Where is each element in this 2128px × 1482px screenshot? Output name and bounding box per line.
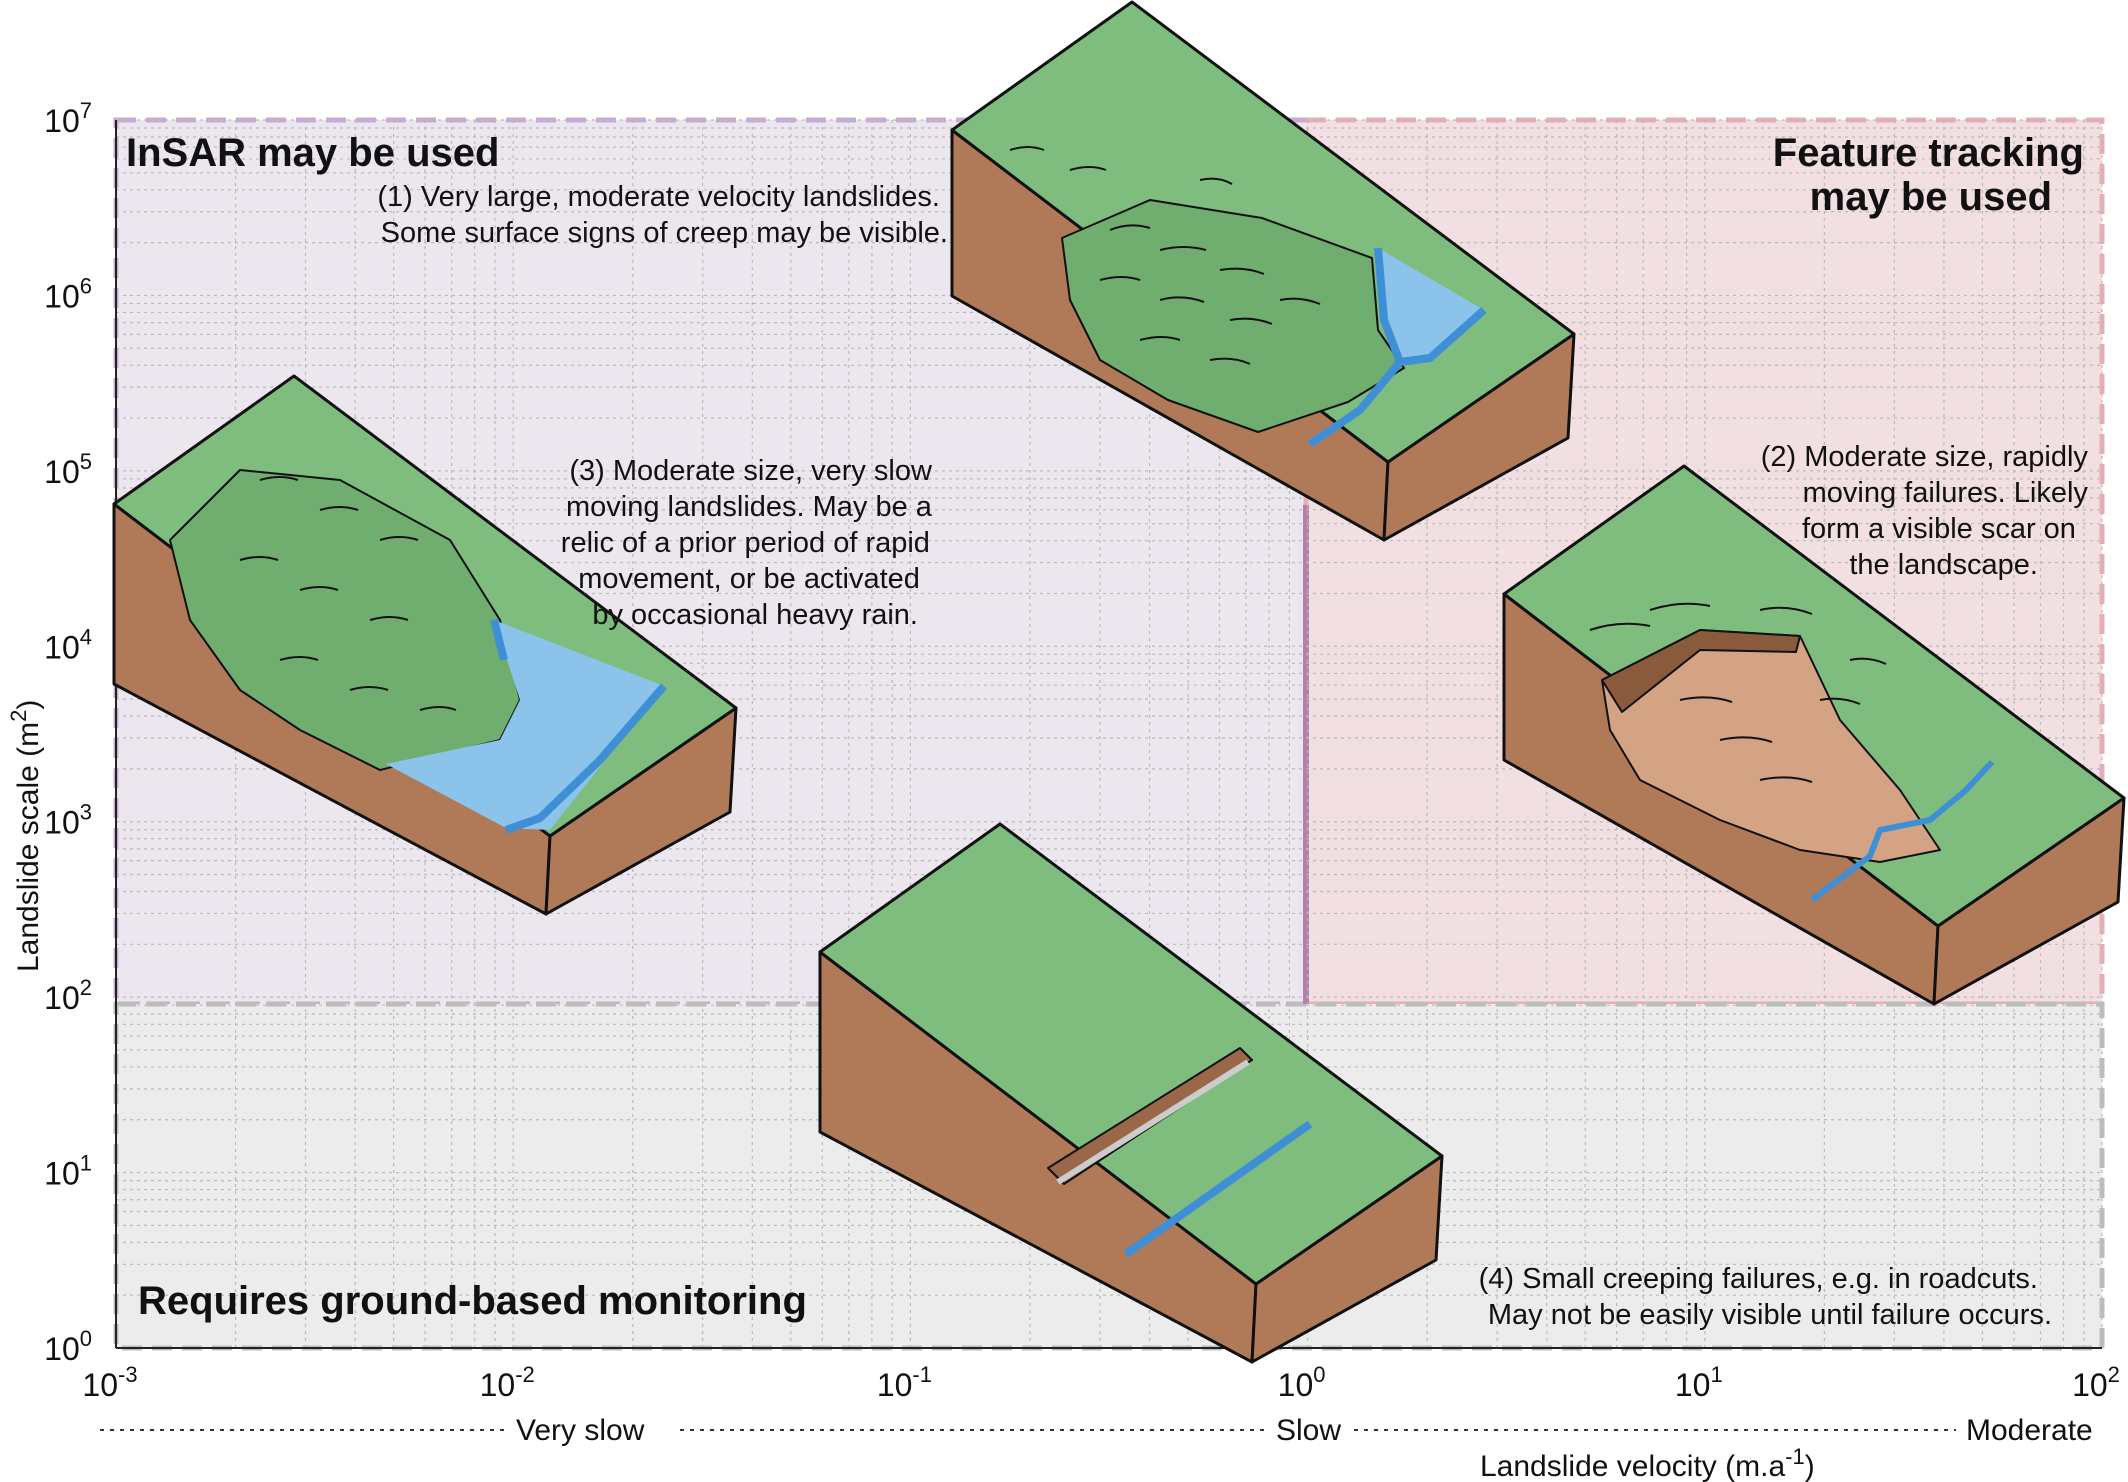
block4-stream [1123,1120,1313,1258]
x-tick-label: 10-2 [480,1362,535,1403]
speed-moderate: Moderate [1966,1414,2093,1447]
block-diagram-rapid-failure [1502,464,2126,1006]
scenario-2-line-3: form a visible scar on [1802,513,2076,545]
speed-class-scale: Very slow Slow Moderate [100,1414,2093,1447]
y-axis-ticks: 100 101 102 103 104 105 106 107 [44,98,92,1367]
block2-headscarp [1601,629,1801,713]
scenario-1-line-2: Some surface signs of creep may be visib… [381,217,948,249]
block1-stream-lower [1307,359,1404,448]
block4-top-grass [818,822,1444,1286]
block3-stream [504,683,668,834]
block2-cracks [1589,602,1887,783]
y-tick-label: 100 [44,1326,92,1367]
ground-monitoring-title: Requires ground-based monitoring [138,1279,807,1323]
scenario-1-description: (1) Very large, moderate velocity landsl… [377,181,948,249]
x-tick-label: 100 [1278,1362,1326,1403]
scenario-2-line-1: (2) Moderate size, rapidly [1761,441,2089,473]
x-tick-label: 101 [1675,1362,1723,1403]
feature-tracking-title-line2: may be used [1810,175,2052,219]
block3-pond [386,620,664,830]
x-tick-label: 102 [2072,1362,2120,1403]
block1-creep-marks [1009,146,1321,365]
scenario-3-description: (3) Moderate size, very slow moving land… [561,455,940,631]
x-tick-label: 10-3 [82,1362,137,1403]
y-tick-label: 107 [44,98,92,139]
block3-creep-marks [239,476,457,711]
block-diagram-very-slow-landslide [112,374,738,916]
x-tick-label: 10-1 [877,1362,932,1403]
scenario-4-line-1: (4) Small creeping failures, e.g. in roa… [1479,1263,2038,1295]
y-tick-label: 106 [44,273,92,314]
y-tick-label: 103 [44,800,92,841]
speed-very-slow: Very slow [516,1414,645,1447]
block2-stream [1810,759,1995,903]
axes-frame [115,120,2102,1349]
block3-stream-top [490,619,508,661]
y-tick-label: 105 [44,449,92,490]
insar-region-title: InSAR may be used [126,131,499,175]
x-axis-ticks: 10-3 10-2 10-1 100 101 102 [82,1362,2120,1403]
scenario-2-line-2: moving failures. Likely [1803,477,2089,509]
y-tick-label: 101 [44,1151,92,1192]
scenario-1-line-1: (1) Very large, moderate velocity landsl… [377,181,940,213]
block-diagram-small-creeping [818,822,1444,1364]
scenario-2-line-4: the landscape. [1849,549,2038,581]
scenario-3-line-2: moving landslides. May be a [566,491,933,523]
feature-tracking-title-line1: Feature tracking [1773,131,2084,175]
scenario-3-line-1: (3) Moderate size, very slow [569,455,933,487]
scenario-2-description: (2) Moderate size, rapidly moving failur… [1761,441,2096,581]
y-axis-label: Landslide scale (m2) [6,700,45,972]
y-tick-label: 102 [44,975,92,1016]
block4-road [1056,1059,1250,1185]
scenario-3-line-5: by occasional heavy rain. [592,599,918,631]
scenario-3-line-4: movement, or be activated [578,563,920,595]
scenario-4-description: (4) Small creeping failures, e.g. in roa… [1479,1263,2052,1331]
block-diagram-very-large-landslide [950,0,1576,542]
scenario-3-line-3: relic of a prior period of rapid [561,527,930,559]
x-axis-label: Landslide velocity (m.a-1) [1480,1444,1815,1482]
y-tick-label: 104 [44,624,92,665]
scenario-4-line-2: May not be easily visible until failure … [1488,1299,2052,1331]
speed-slow: Slow [1276,1414,1341,1447]
